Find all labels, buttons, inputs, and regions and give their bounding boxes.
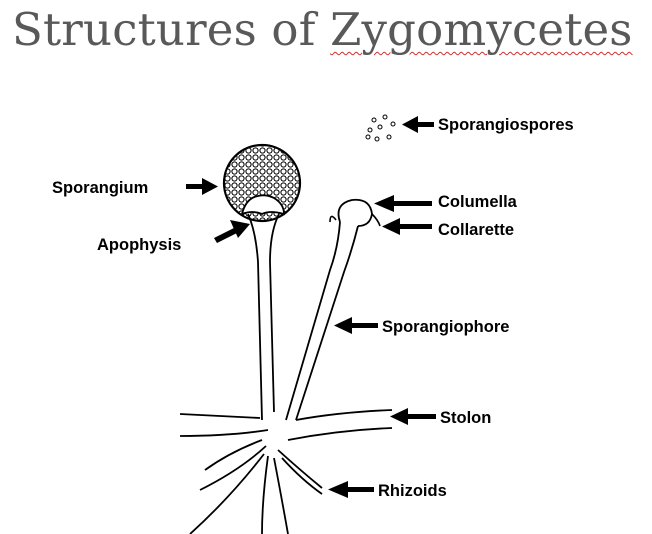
label-collarette: Collarette bbox=[438, 221, 514, 239]
arrow-sporangiospores bbox=[402, 116, 434, 133]
rhizoid-2 bbox=[204, 439, 263, 471]
title-zygomycetes: Zygomycetes bbox=[330, 3, 633, 56]
arrow-columella bbox=[374, 195, 432, 212]
columella-structure bbox=[285, 198, 381, 421]
label-stolon: Stolon bbox=[440, 409, 491, 427]
rhizoid-7 bbox=[281, 457, 323, 495]
label-sporangiophore: Sporangiophore bbox=[382, 318, 509, 336]
arrow-sporangiophore bbox=[334, 317, 378, 334]
sporangiospores-cluster bbox=[365, 114, 396, 142]
sporangium-structure bbox=[222, 143, 302, 421]
arrow-rhizoids bbox=[328, 481, 374, 498]
rhizoid-5 bbox=[273, 457, 289, 534]
stolon-lower bbox=[179, 429, 269, 437]
rhizoid-6 bbox=[277, 449, 323, 489]
rhizoid-3 bbox=[189, 453, 265, 534]
arrow-sporangium bbox=[186, 178, 218, 195]
label-sporangium: Sporangium bbox=[52, 179, 148, 197]
left-stalk-right bbox=[269, 213, 280, 413]
left-stalk bbox=[247, 213, 263, 421]
sporangium-head bbox=[222, 143, 302, 223]
label-sporangiospores: Sporangiospores bbox=[438, 116, 574, 134]
rhizoid-1 bbox=[199, 445, 267, 491]
stolon-upper bbox=[179, 413, 261, 419]
rhizoid-4 bbox=[261, 455, 269, 534]
stolon-right-lower bbox=[287, 427, 393, 441]
label-columella: Columella bbox=[438, 193, 518, 211]
label-rhizoids: Rhizoids bbox=[378, 482, 447, 500]
arrow-stolon bbox=[390, 408, 436, 425]
stolons bbox=[179, 409, 393, 441]
rhizoids bbox=[189, 439, 323, 534]
arrow-collarette bbox=[382, 218, 432, 235]
label-apophysis: Apophysis bbox=[97, 236, 181, 254]
page-title: Structures of Zygomycetes bbox=[12, 0, 633, 60]
arrow-apophysis bbox=[214, 220, 250, 243]
right-stalk-left bbox=[285, 221, 341, 421]
right-stalk-right bbox=[295, 225, 359, 421]
collarette-shape bbox=[329, 213, 381, 227]
columella-head bbox=[337, 198, 373, 227]
apophysis-shape bbox=[240, 194, 285, 216]
stolon-right-upper bbox=[295, 409, 393, 421]
label-arrows bbox=[186, 116, 436, 498]
title-prefix: Structures of bbox=[12, 3, 331, 56]
